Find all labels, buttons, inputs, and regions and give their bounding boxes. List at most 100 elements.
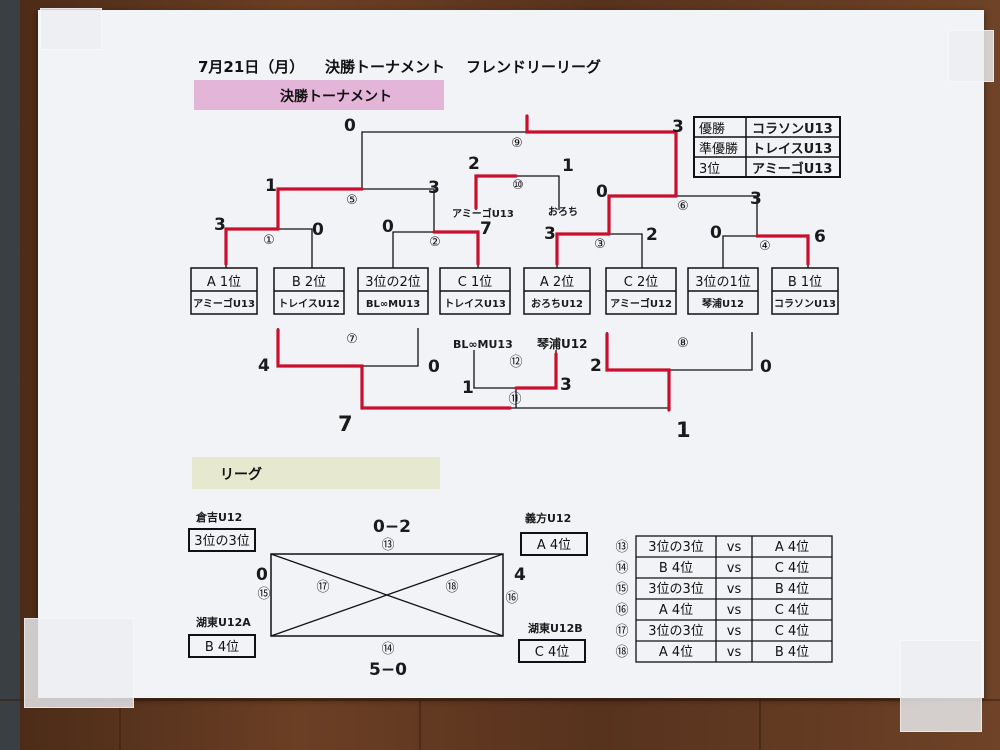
schedule-vs-3: vs	[727, 582, 742, 597]
match-7-number: ⑦	[346, 332, 358, 347]
entry-team-8: コラソンU13	[774, 298, 836, 310]
tape-top-left	[40, 8, 102, 50]
results-team-2: トレイスU13	[752, 142, 832, 157]
match-13-number: ⑬	[381, 538, 394, 553]
m6-left-score: 0	[596, 182, 608, 202]
entry-slot-4: C 1位	[458, 275, 492, 290]
entry-team-7: 琴浦U12	[701, 297, 744, 310]
m10-right-team-note: おろち	[548, 206, 578, 218]
m2-right-score: 7	[480, 219, 492, 239]
league-bottom-right-team: 湖東U12B	[528, 621, 583, 635]
match-scores: 3 0 0 7 3 2 0 6 1 3 0 3 0 3 2 1 4 0 2 0 …	[214, 116, 826, 442]
schedule-no-6: ⑱	[615, 645, 628, 660]
m12-right-score: 3	[560, 375, 572, 395]
schedule-home-3: 3位の3位	[648, 582, 704, 597]
entry-team-6: アミーゴU12	[610, 297, 672, 310]
match-16-number: ⑯	[505, 591, 518, 606]
schedule-home-6: A 4位	[659, 645, 693, 660]
entry-slot-7: 3位の1位	[695, 275, 751, 290]
m12-right-team-note: 琴浦U12	[536, 336, 587, 351]
m7-right-score: 0	[428, 357, 440, 377]
m11-right-score: 1	[676, 418, 691, 442]
header-tournament-title: 決勝トーナメント	[325, 58, 445, 76]
league-banner	[192, 457, 440, 489]
m6-right-score: 3	[750, 189, 762, 209]
match-14-number: ⑭	[381, 642, 394, 657]
league-bottom-left-slot: B 4位	[205, 640, 239, 655]
schedule-home-5: 3位の3位	[648, 624, 704, 639]
schedule-vs-1: vs	[727, 540, 742, 555]
schedule-away-2: C 4位	[775, 561, 809, 576]
m12-left-team-note: BL∞MU13	[453, 338, 513, 351]
header-date: 7月21日（月）	[198, 58, 304, 76]
results-rank-1: 優勝	[699, 122, 725, 137]
league-bottom-left-team: 湖東U12A	[196, 615, 251, 629]
league-schedule-table: ⑬ 3位の3位 vs A 4位 ⑭ B 4位 vs C 4位 ⑮ 3位の3位 v…	[615, 535, 833, 663]
league-score-right: 4	[514, 565, 526, 585]
m2-left-score: 0	[382, 217, 394, 237]
schedule-away-3: B 4位	[775, 582, 809, 597]
schedule-away-1: A 4位	[775, 540, 809, 555]
schedule-vs-6: vs	[727, 645, 742, 660]
schedule-no-2: ⑭	[615, 561, 628, 576]
schedule-vs-5: vs	[727, 624, 742, 639]
schedule-away-5: C 4位	[775, 624, 809, 639]
entry-slot-8: B 1位	[788, 275, 822, 290]
m1-right-score: 0	[312, 220, 324, 240]
match-8-number: ⑧	[677, 336, 689, 351]
schedule-no-5: ⑰	[615, 624, 628, 639]
league-top-right-team: 義方U12	[525, 511, 571, 525]
winner-lines	[224, 114, 810, 412]
match-9-number: ⑨	[511, 136, 523, 151]
schedule-no-4: ⑯	[615, 603, 628, 618]
league-score-bottom: 5−0	[369, 660, 407, 680]
league-diagram: ⑬ ⑭ ⑮ ⑯ ⑰ ⑱ 0−2 5−0 0 4 倉吉U12 3位の3位 義方U1…	[188, 510, 588, 680]
entry-slot-6: C 2位	[624, 275, 658, 290]
match-6-number: ⑥	[677, 199, 689, 214]
header-league-title: フレンドリーリーグ	[466, 58, 601, 76]
results-rank-3: 3位	[699, 162, 720, 177]
m12-left-score: 1	[462, 378, 474, 398]
match-15-number: ⑮	[257, 587, 270, 602]
match-3-number: ③	[594, 237, 606, 252]
results-team-1: コラソンU13	[752, 122, 833, 137]
entry-team-4: トレイスU13	[444, 298, 506, 310]
match-11-number: ⑪	[508, 392, 521, 407]
match-5-number: ⑤	[346, 193, 358, 208]
entry-slot-1: A 1位	[207, 275, 241, 290]
m3-right-score: 2	[646, 225, 658, 245]
paper-sheet	[38, 10, 984, 698]
league-banner-label: リーグ	[220, 466, 262, 483]
match-2-number: ②	[429, 235, 441, 250]
match-10-number: ⑩	[512, 178, 524, 193]
results-rank-2: 準優勝	[699, 141, 738, 157]
match-4-number: ④	[759, 239, 771, 254]
tape-top-right	[948, 30, 994, 82]
schedule-vs-4: vs	[727, 603, 742, 618]
league-bottom-right-slot: C 4位	[535, 645, 569, 660]
entry-team-3: BL∞MU13	[366, 299, 420, 310]
tape-bottom-left	[24, 618, 134, 708]
match-1-number: ①	[263, 233, 275, 248]
m1-left-score: 3	[214, 215, 226, 235]
entry-team-1: アミーゴU13	[193, 297, 255, 310]
entry-slot-5: A 2位	[540, 275, 574, 290]
team-annotations: アミーゴU13 おろち BL∞MU13 琴浦U12	[452, 206, 587, 351]
m10-left-team-note: アミーゴU13	[452, 207, 514, 220]
league-score-left: 0	[256, 565, 268, 585]
m5-right-score: 3	[428, 178, 440, 198]
schedule-no-1: ⑬	[615, 540, 628, 555]
m4-right-score: 6	[814, 227, 826, 247]
schedule-vs-2: vs	[727, 561, 742, 576]
league-top-right-slot: A 4位	[537, 538, 571, 553]
entry-team-5: おろちU12	[531, 298, 583, 310]
schedule-home-2: B 4位	[659, 561, 693, 576]
match-17-number: ⑰	[316, 580, 329, 595]
match-18-number: ⑱	[445, 580, 458, 595]
entry-labels: A 1位 アミーゴU13 B 2位 トレイスU12 3位の2位 BL∞MU13 …	[193, 275, 836, 310]
finals-banner-label: 決勝トーナメント	[280, 88, 392, 105]
league-top-left-team: 倉吉U12	[195, 510, 242, 524]
schedule-home-1: 3位の3位	[648, 540, 704, 555]
entry-team-2: トレイスU12	[278, 298, 340, 310]
